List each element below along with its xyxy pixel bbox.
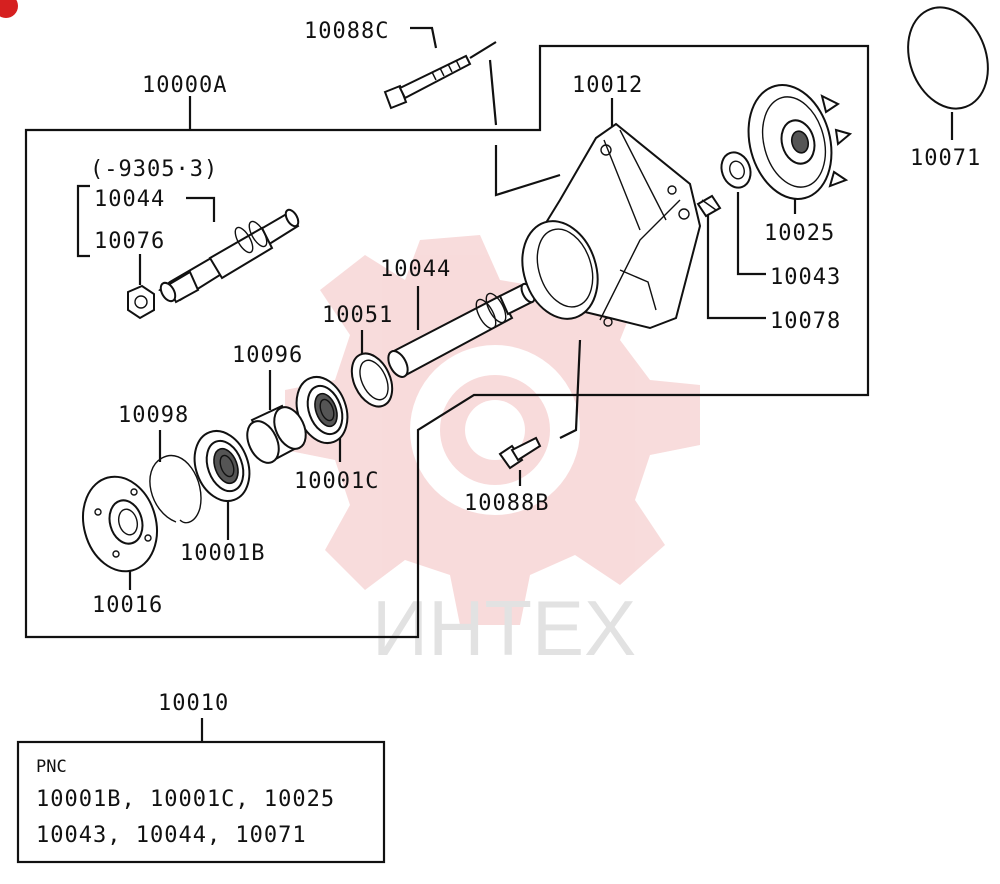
shaft-10044-upper [158,208,300,304]
housing-10012 [521,122,702,330]
leader-10043 [736,192,766,276]
watermark-text: ИНТЕХ [372,584,636,672]
label-10088B: 10088B [464,491,549,516]
label-10088C: 10088C [304,19,389,44]
bolt-10088B [498,436,542,470]
label-date-range: (-9305·3) [90,157,218,182]
label-10010: 10010 [158,691,229,716]
bearing-10001C [295,376,349,444]
pnc-box [16,740,386,864]
label-10016: 10016 [92,593,163,618]
label-10001B: 10001B [180,541,265,566]
label-10044-lower: 10044 [380,257,451,282]
watermark-gear [285,235,700,625]
seal-10051 [350,352,394,408]
label-10071: 10071 [910,146,981,171]
assembly-box-10000A [24,44,870,639]
leader-10088C-b [469,41,497,59]
leader-10044-upper [186,196,216,222]
nut-10076 [127,284,155,320]
label-10076: 10076 [94,229,165,254]
pnc-line-1: 10001B, 10001C, 10025 [36,787,335,812]
pnc-line-2: 10043, 10044, 10071 [36,823,307,848]
snap-ring-10098 [149,455,202,524]
label-10000A: 10000A [142,73,227,98]
label-10078: 10078 [770,309,841,334]
label-10012: 10012 [572,73,643,98]
leader-10012-group [488,59,561,197]
flange-10016 [82,475,158,573]
cover-10025 [747,84,853,200]
label-10043: 10043 [770,265,841,290]
fitting-10078 [696,194,722,218]
label-10025: 10025 [764,221,835,246]
label-10096: 10096 [232,343,303,368]
corner-badge [0,0,18,18]
gasket-10071 [907,6,989,110]
washer-10043 [720,151,752,189]
bracket-10044-10076 [76,184,90,258]
label-10044-upper: 10044 [94,187,165,212]
label-10051: 10051 [322,303,393,328]
leader-10088C [410,26,438,49]
leader-10088B [518,339,582,486]
spacer-10096 [246,404,307,464]
bearing-10001B [193,430,251,502]
leader-10078 [706,210,766,320]
bolt-10088C [383,54,472,110]
label-10001C: 10001C [294,469,379,494]
label-10098: 10098 [118,403,189,428]
shaft-10044-lower [387,282,536,378]
pnc-heading: PNC [36,757,67,777]
